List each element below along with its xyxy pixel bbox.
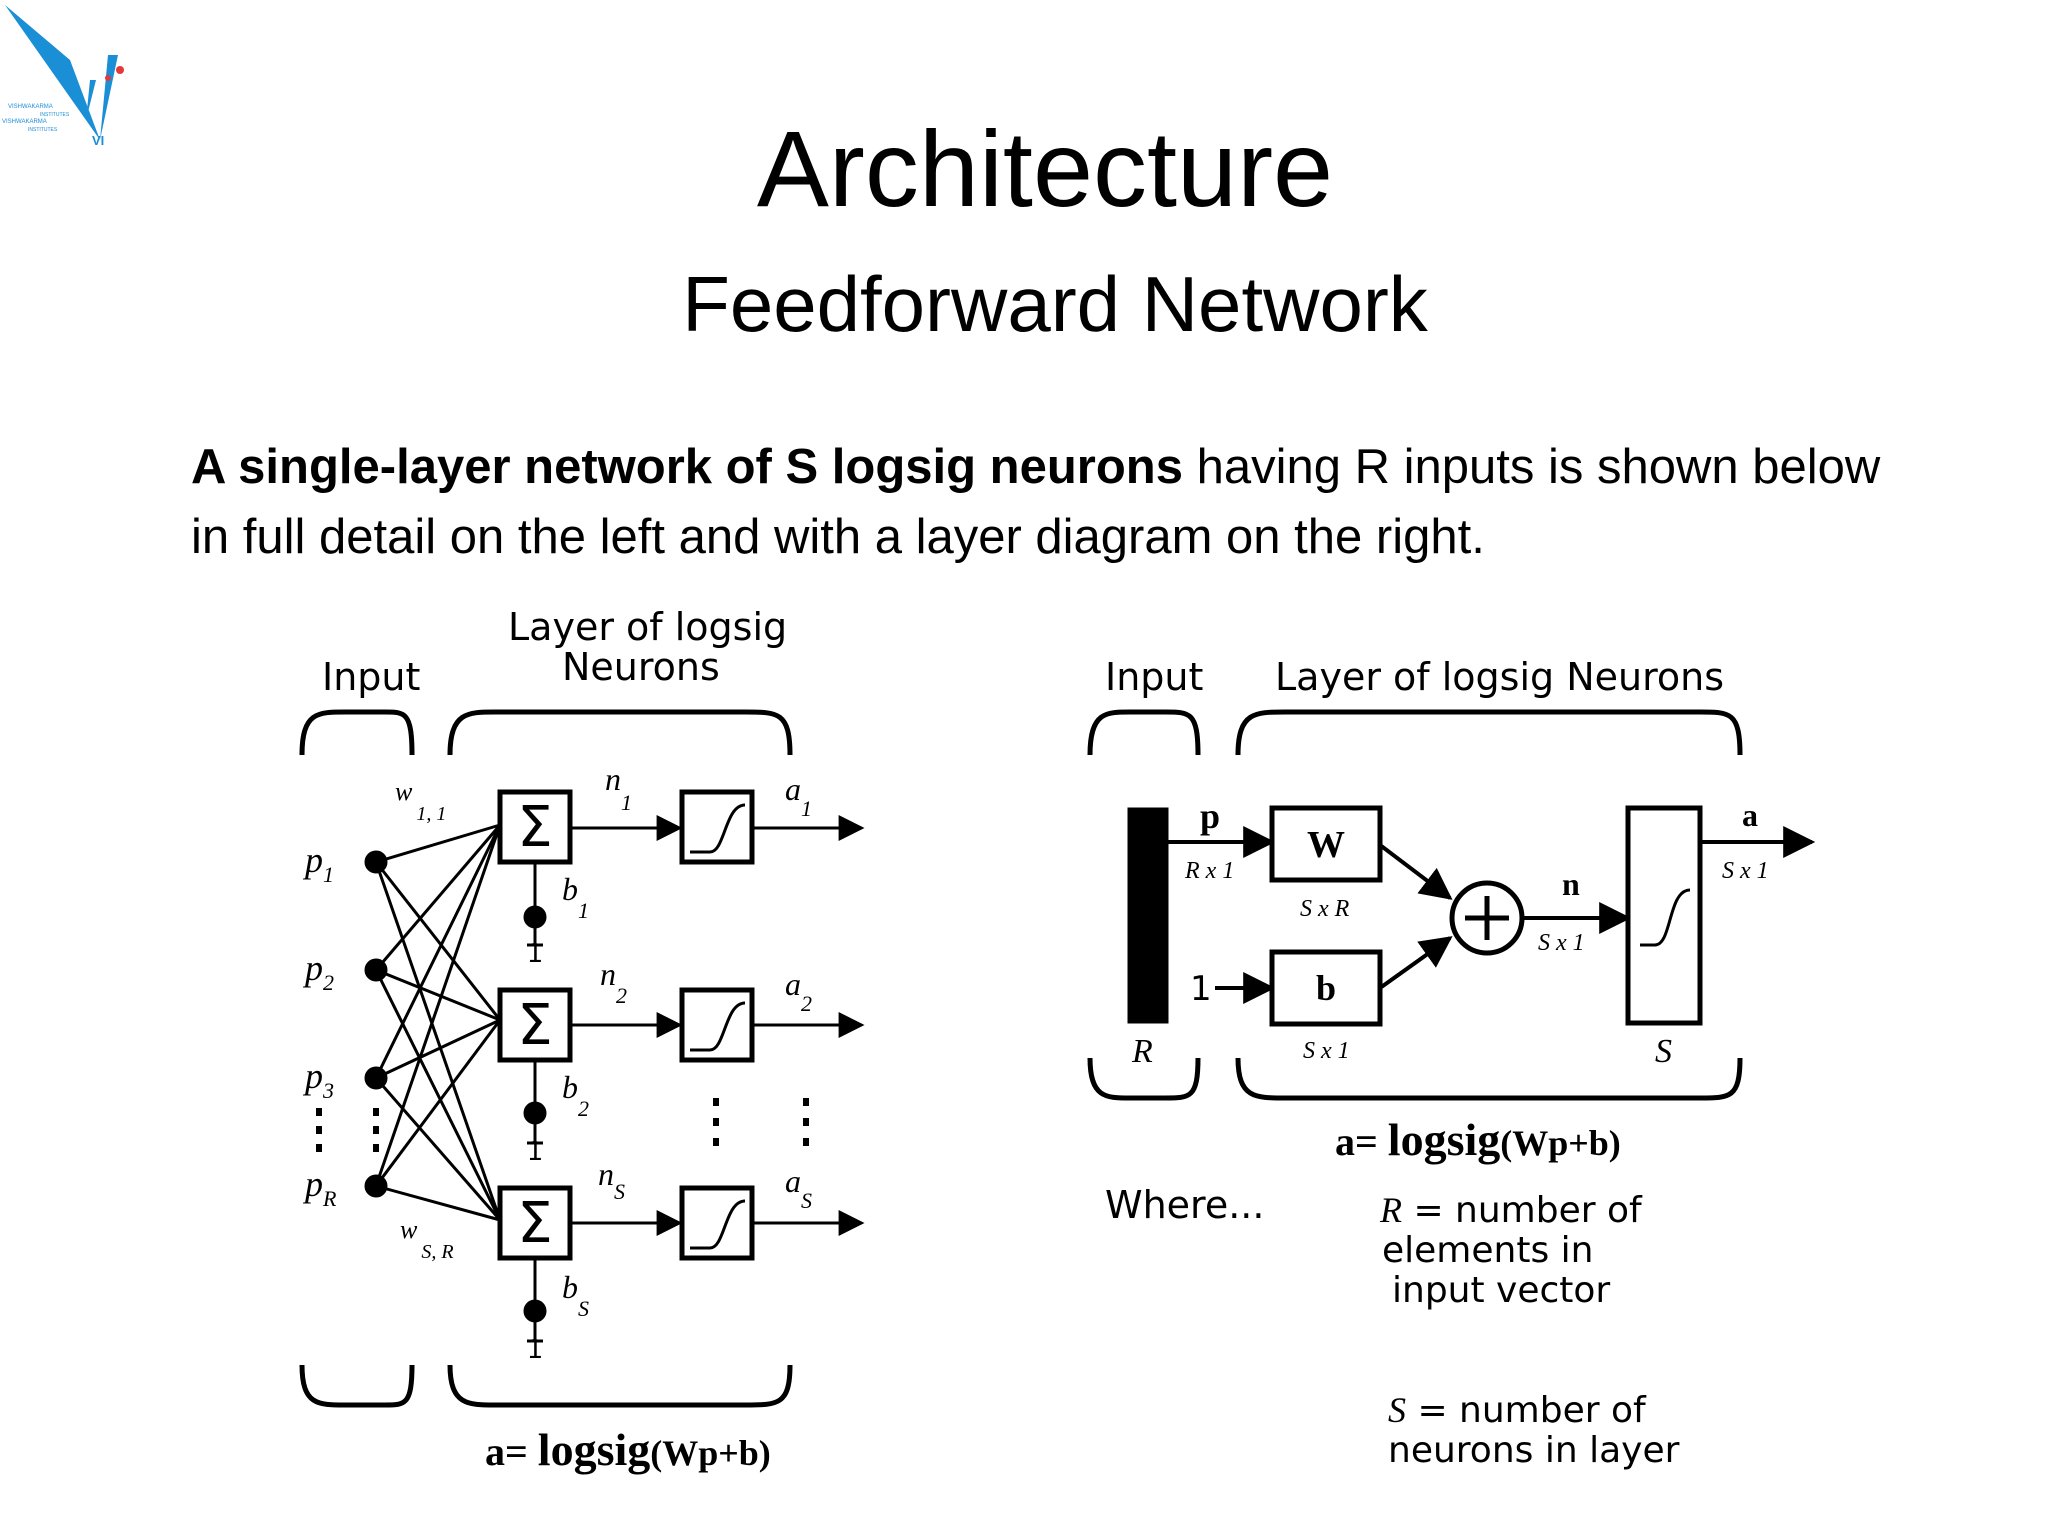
n-label: n [1562, 866, 1580, 902]
neuron-1: Σ n1 a1 b1 [497, 761, 865, 947]
sum-box-2 [497, 987, 573, 1063]
left-diagram: Input Layer of logsig Neurons p1 p2 p3 p… [299, 605, 865, 1475]
weight-matrix-box [1269, 805, 1383, 883]
right-diagram: Input Layer of logsig Neurons R p R x 1 … [1087, 655, 1816, 1471]
left-layer-label-2: Neurons [562, 645, 720, 689]
left-layer-brace-bottom [447, 1364, 793, 1408]
r-definition-line-3: input vector [1392, 1270, 1610, 1311]
w-dim: S x R [1300, 896, 1350, 922]
bias-one-S: 1 [527, 1335, 544, 1365]
input-label-p1: p1 [302, 840, 334, 887]
left-input-brace-bottom [299, 1364, 415, 1408]
left-equation: a= logsig(Wp+b) [485, 1424, 771, 1475]
one-label: 1 [1190, 969, 1212, 1009]
right-layer-brace-bottom [1235, 1057, 1743, 1101]
a-label: a [1742, 797, 1758, 833]
left-input-brace-top [299, 709, 415, 756]
a1-label: a1 [785, 771, 812, 821]
weight-connections [374, 823, 502, 1222]
a2-label: a2 [785, 966, 812, 1016]
p-label: p [1200, 796, 1220, 836]
s-label: S [1655, 1033, 1672, 1070]
sum-box-S [497, 1185, 573, 1261]
sigmoid-icon [690, 803, 746, 854]
neuron-S: Σ nS aS bS [497, 1156, 865, 1343]
logo-text-2: INSTITUTES [40, 112, 70, 118]
vishwakarma-logo: VISHWAKARMA INSTITUTES VISHWAKARMA INSTI… [2, 5, 124, 148]
sum-box-1 [497, 789, 573, 865]
p-dim: R x 1 [1184, 858, 1234, 884]
logsig-box-1 [679, 789, 755, 865]
input-label-p2: p2 [302, 948, 334, 995]
logo-red-dot-small [105, 75, 111, 81]
bS-label: bS [562, 1269, 589, 1321]
neuron-2: Σ n2 a2 b2 [497, 956, 865, 1145]
input-label-pR: pR [302, 1164, 337, 1211]
logo-text-4: INSTITUTES [28, 127, 58, 133]
s-definition-line-2: neurons in layer [1388, 1430, 1680, 1471]
weight-label-w11: w1, 1 [395, 777, 446, 825]
bias-one-1: 1 [527, 939, 544, 969]
sum-symbol-S: Σ [517, 1191, 552, 1256]
input-ellipsis [316, 1108, 379, 1152]
b1-label: b1 [562, 871, 589, 923]
right-input-label: Input [1105, 655, 1203, 699]
bias-vector-box [1269, 949, 1383, 1027]
right-equation: a= logsig(Wp+b) [1335, 1114, 1621, 1165]
r-definition-line-1: R = number of [1379, 1190, 1643, 1231]
sigmoid-icon [690, 1199, 746, 1250]
logsig-transfer-box [1625, 805, 1703, 1026]
description-rest: having R inputs is shown below in full d… [191, 440, 1881, 564]
sigmoid-icon [690, 1001, 746, 1052]
aS-label: aS [785, 1163, 812, 1213]
right-input-brace-bottom [1087, 1057, 1201, 1101]
n1-label: n1 [605, 761, 632, 815]
right-input-brace-top [1087, 709, 1201, 756]
description-bold: A single-layer network of S logsig neuro… [191, 440, 1183, 494]
r-definition-line-2: elements in [1382, 1230, 1593, 1271]
w-label: W [1307, 824, 1345, 866]
logo-v-inner [86, 80, 96, 120]
where-label: Where... [1105, 1183, 1264, 1227]
left-layer-brace-top [447, 709, 793, 756]
logo-v-right [100, 55, 118, 140]
logo-text-3: VISHWAKARMA [2, 119, 47, 125]
logo-monogram: VI [92, 133, 104, 148]
slide-subtitle: Feedforward Network [682, 260, 1428, 348]
input-vector-bar [1127, 807, 1169, 1024]
b-dim: S x 1 [1303, 1038, 1350, 1064]
weight-label-wSR: wS, R [400, 1215, 454, 1263]
description-paragraph: A single-layer network of S logsig neuro… [191, 432, 1891, 572]
input-label-p3: p3 [302, 1056, 334, 1103]
bias-one-2: 1 [527, 1137, 544, 1167]
right-layer-brace-top [1235, 709, 1743, 756]
slide-title: Architecture [756, 108, 1334, 229]
s-definition-line-1: S = number of [1388, 1390, 1647, 1431]
n2-label: n2 [600, 956, 627, 1008]
neuron-ellipsis [713, 1098, 809, 1146]
logo-text-1: VISHWAKARMA [8, 104, 53, 110]
logo-red-dot [116, 66, 124, 74]
w-to-sum-arrow [1378, 843, 1453, 900]
sum-symbol-2: Σ [517, 993, 552, 1058]
logsig-box-S [679, 1185, 755, 1261]
logo-v-shape [5, 5, 100, 140]
right-layer-label: Layer of logsig Neurons [1275, 655, 1724, 699]
sum-symbol-1: Σ [517, 795, 552, 860]
b-to-sum-arrow [1378, 936, 1453, 990]
a-dim: S x 1 [1722, 858, 1769, 884]
b2-label: b2 [562, 1069, 589, 1121]
r-label: R [1131, 1033, 1153, 1070]
left-input-label: Input [322, 655, 420, 699]
b-label: b [1316, 968, 1336, 1008]
left-layer-label-1: Layer of logsig [508, 605, 787, 649]
nS-label: nS [598, 1156, 625, 1204]
n-dim: S x 1 [1538, 930, 1585, 956]
sigmoid-icon [1640, 888, 1691, 947]
